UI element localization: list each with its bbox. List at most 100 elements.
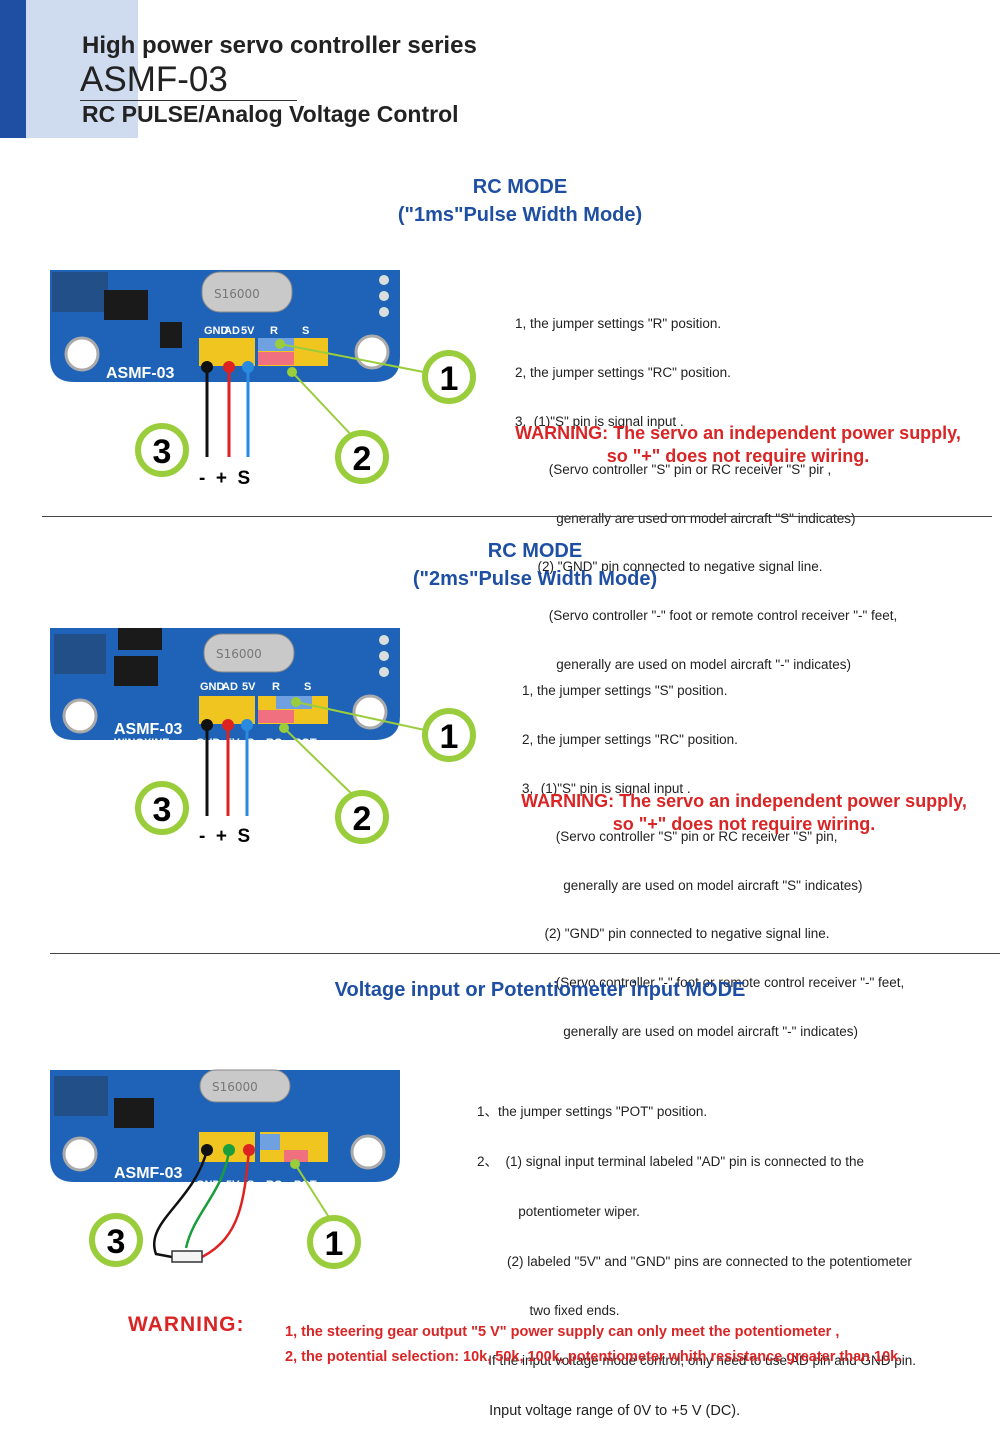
instruction-line: potentiometer wiper.	[477, 1203, 640, 1219]
board-brand: WINGXINE	[114, 737, 170, 749]
section1-title: RC MODE ("1ms"Pulse Width Mode)	[300, 173, 740, 229]
pin-label-bottom-5v: 5V	[224, 381, 238, 393]
callout-badge-1: 1	[422, 708, 476, 762]
section2-instructions: 1, the jumper settings "S" position. 2, …	[522, 651, 904, 1056]
callout-badge-1-number: 1	[440, 718, 459, 756]
pcb-board: S16000 GND AD 5V R S ASMF-03 WINGXINE GN…	[50, 628, 400, 749]
instruction-line: generally are used on model aircraft "S"…	[515, 510, 856, 526]
section1-board-diagram: S16000 GND AD 5V R S ASMF-03 WINGXINE GN…	[50, 270, 476, 489]
warning-line2: so "+" does not require wiring.	[612, 814, 876, 834]
section2-board-diagram: S16000 GND AD 5V R S ASMF-03 WINGXINE GN…	[50, 628, 476, 847]
control-title: RC PULSE/Analog Voltage Control	[82, 101, 459, 127]
pin-label-top-gnd: GND	[200, 681, 225, 693]
pin-label-bottom-5v: 5V	[226, 737, 240, 749]
board-name: ASMF-03	[114, 721, 183, 738]
header-accent-bar	[0, 0, 26, 138]
pin-label-top-ad: AD	[222, 681, 238, 693]
pin-label-bottom-5v: 5V	[226, 1179, 240, 1191]
instruction-line: 1, the jumper settings "R" position.	[515, 316, 722, 332]
instruction-line: (Servo controller "-" foot or remote con…	[515, 608, 898, 624]
instruction-line: generally are used on model aircraft "-"…	[515, 656, 851, 672]
instruction-line: 3, (1)"S" pin is signal input .	[515, 413, 684, 429]
instruction-line: (Servo controller "S" pin or RC receiver…	[515, 462, 832, 478]
callout-badge-2-number: 2	[353, 800, 372, 838]
instruction-line: (2) labeled "5V" and "GND" pins are conn…	[477, 1253, 912, 1269]
instruction-line: (2) "GND" pin connected to negative sign…	[515, 559, 823, 575]
bottom-warning-line1: 1, the steering gear output "5 V" power …	[285, 1324, 840, 1340]
instruction-line: generally are used on model aircraft "-"…	[522, 1023, 858, 1039]
callout-badge-2: 2	[335, 790, 389, 844]
potentiometer-resistor	[171, 1250, 203, 1263]
instruction-line: two fixed ends.	[477, 1303, 620, 1319]
crystal-label: S16000	[212, 1080, 258, 1094]
section2-title-line1: RC MODE	[487, 540, 583, 562]
section2-title: RC MODE ("2ms"Pulse Width Mode)	[315, 537, 755, 593]
warning-line1: WARNING: The servo an independent power …	[515, 423, 961, 443]
callout-badge-2: 2	[335, 430, 389, 484]
instruction-line: 1、the jumper settings "POT" position.	[477, 1104, 708, 1120]
header-accent-panel	[26, 0, 138, 138]
servo-pin-legend: - + S	[199, 826, 250, 847]
pcb-board: S16000 ASMF-03 WINGXINE GND 5V S RC POT	[50, 1069, 400, 1193]
pin-label-top-gnd: GND	[204, 325, 229, 337]
pin-label-top-s: S	[304, 681, 311, 693]
board-brand: WINGXINE	[114, 1181, 170, 1193]
instruction-line: 2、 (1) signal input terminal labeled "AD…	[477, 1153, 865, 1169]
section1-title-line1: RC MODE	[472, 176, 568, 198]
callout-badge-3-number: 3	[107, 1223, 126, 1261]
callout-badge-1: 1	[422, 350, 476, 404]
crystal-label: S16000	[214, 287, 260, 301]
servo-wires	[201, 361, 254, 457]
pin-label-bottom-rc: RC	[266, 737, 282, 749]
instruction-line: (Servo controller "S" pin or RC receiver…	[522, 829, 838, 845]
board-brand: WINGXINE	[106, 381, 162, 393]
section-divider	[42, 516, 992, 517]
bottom-warning-text: 1, the steering gear output "5 V" power …	[285, 1320, 902, 1370]
potentiometer-wires	[152, 1144, 255, 1263]
pin-label-top-r: R	[272, 681, 280, 693]
servo-wires	[201, 719, 253, 816]
instruction-line: Input voltage range of 0V to +5 V (DC).	[477, 1402, 741, 1419]
pin-label-bottom-pot: POT	[294, 737, 317, 749]
model-title: ASMF-03	[80, 60, 228, 99]
callout-lines	[279, 697, 435, 799]
callout-badge-3: 3	[135, 781, 189, 835]
pin-label-bottom-gnd: GND	[196, 1179, 221, 1191]
section-divider	[50, 953, 1000, 954]
instruction-line: generally are used on model aircraft "S"…	[522, 877, 863, 893]
section2-title-line2: ("2ms"Pulse Width Mode)	[412, 568, 658, 590]
callout-badge-3: 3	[89, 1213, 143, 1267]
callout-badge-3-number: 3	[153, 433, 172, 471]
section2-warning: WARNING: The servo an independent power …	[488, 790, 1000, 836]
pin-label-top-r: R	[270, 325, 278, 337]
instruction-line: 3, (1)"S" pin is signal input .	[522, 780, 691, 796]
instruction-line: (2) "GND" pin connected to negative sign…	[522, 926, 830, 942]
pin-label-top-5v: 5V	[242, 681, 256, 693]
pin-label-bottom-rc: RC	[266, 1179, 282, 1191]
bottom-warning-line2: 2, the potential selection: 10k, 50k, 10…	[285, 1349, 903, 1365]
instruction-line: 2, the jumper settings "RC" position.	[515, 365, 731, 381]
section3-board-diagram: S16000 ASMF-03 WINGXINE GND 5V S RC POT …	[50, 1069, 400, 1269]
callout-lines	[290, 1159, 333, 1223]
instruction-line: 2, the jumper settings "RC" position.	[522, 732, 738, 748]
pin-label-bottom-s: S	[247, 737, 254, 749]
callout-badge-2-number: 2	[353, 440, 372, 478]
callout-lines	[275, 339, 435, 441]
board-name: ASMF-03	[114, 1165, 183, 1182]
section3-instructions: 1、the jumper settings "POT" position. 2、…	[477, 1071, 916, 1436]
callout-badge-1: 1	[307, 1215, 361, 1269]
pin-label-top-s: S	[302, 325, 309, 337]
warning-line1: WARNING: The servo an independent power …	[521, 791, 967, 811]
series-title: High power servo controller series	[82, 32, 477, 59]
callout-badge-1-number: 1	[440, 360, 459, 398]
callout-badge-1-number: 1	[325, 1225, 344, 1263]
servo-pin-legend: - + S	[199, 468, 250, 489]
warning-line2: so "+" does not require wiring.	[606, 446, 870, 466]
instruction-line: (Servo controller "-" foot or remote con…	[522, 975, 905, 991]
section3-title: Voltage input or Potentiometer input MOD…	[334, 979, 746, 1001]
section1-instructions: 1, the jumper settings "R" position. 2, …	[515, 284, 897, 689]
section1-warning: WARNING: The servo an independent power …	[480, 422, 996, 468]
callout-badge-3: 3	[135, 423, 189, 477]
crystal-label: S16000	[216, 647, 262, 661]
pin-label-top-5v: 5V	[241, 325, 255, 337]
